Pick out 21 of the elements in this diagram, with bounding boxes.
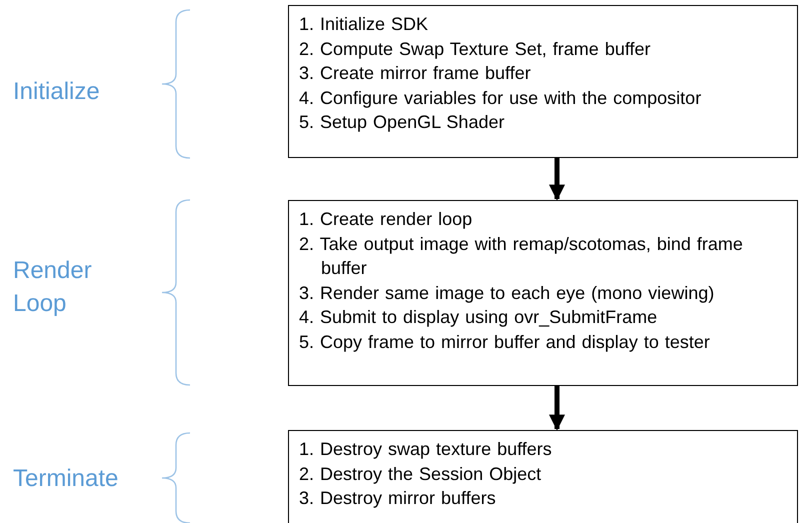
step-list-box <box>288 5 798 158</box>
list-item: 2. Compute Swap Texture Set, frame buffer <box>299 38 652 61</box>
list-item: 1. Initialize SDK <box>299 13 430 36</box>
list-item: 5. Setup OpenGL Shader <box>299 111 506 134</box>
phase-label: Render Loop <box>13 256 93 319</box>
arrow <box>549 386 565 431</box>
list-item: 2. Take output image with remap/scotomas, bind frame buffer <box>299 232 744 280</box>
list-item: 5. Copy frame to mirror buffer and display to tester <box>299 330 711 354</box>
list-item: 1. Destroy swap texture buffers <box>299 438 553 461</box>
phase-label: Initialize <box>13 77 101 107</box>
list-item: 1. Create render loop <box>299 208 474 231</box>
phase-label: Terminate <box>13 464 120 494</box>
list-item: 2. Destroy the Session Object <box>299 462 542 486</box>
list-item: 3. Create mirror frame buffer <box>299 62 532 85</box>
list-item: 3. Render same image to each eye (mono viewing) <box>299 282 716 305</box>
step-list-box <box>288 200 798 386</box>
list-item: 4. Submit to display using ovr_SubmitFrame <box>299 306 658 329</box>
list-item: 3. Destroy mirror buffers <box>299 487 497 510</box>
step-list-box <box>288 430 798 523</box>
arrow <box>549 158 565 201</box>
list-item: 4. Configure variables for use with the compositor <box>299 86 702 110</box>
